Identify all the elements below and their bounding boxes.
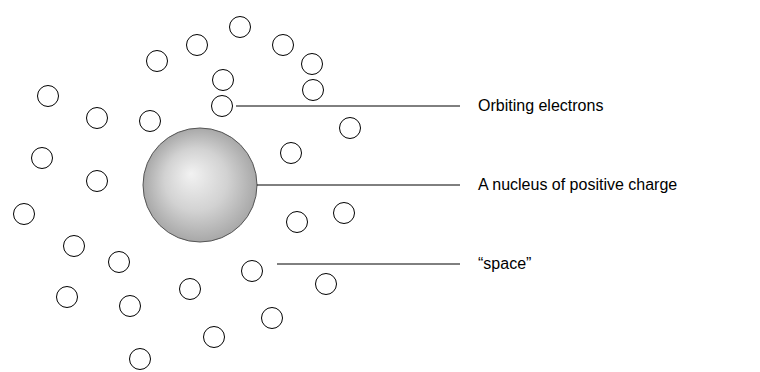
callout-label: A nucleus of positive charge xyxy=(476,175,679,194)
electron-circle xyxy=(213,70,234,91)
electron-circle xyxy=(242,261,263,282)
electron-circle xyxy=(120,296,141,317)
leader-line xyxy=(236,106,460,107)
electron-circle xyxy=(187,35,208,56)
electron-circle xyxy=(281,143,302,164)
leader-line xyxy=(257,185,460,186)
electron-circle xyxy=(302,54,323,75)
electron-circle xyxy=(87,171,108,192)
electron-circle xyxy=(340,118,361,139)
electron-circle xyxy=(180,279,201,300)
callout-label: Orbiting electrons xyxy=(476,96,605,115)
electron-circle xyxy=(262,308,283,329)
electron-circle xyxy=(130,349,151,370)
electron-circle xyxy=(334,203,355,224)
electron-circle xyxy=(64,236,85,257)
electron-group xyxy=(14,17,361,370)
electron-circle xyxy=(32,148,53,169)
electron-circle xyxy=(230,17,251,38)
electron-circle xyxy=(14,204,35,225)
electron-circle xyxy=(204,327,225,348)
electron-circle xyxy=(140,111,161,132)
electron-circle xyxy=(303,80,324,101)
electron-circle xyxy=(87,108,108,129)
electron-circle xyxy=(109,252,130,273)
nucleus xyxy=(143,128,257,242)
electron-circle xyxy=(212,96,233,117)
electron-circle xyxy=(287,212,308,233)
electron-circle xyxy=(273,35,294,56)
electron-circle xyxy=(147,51,168,72)
callout-label: “space” xyxy=(476,254,533,273)
electron-circle xyxy=(57,287,78,308)
electron-circle xyxy=(316,274,337,295)
electron-circle xyxy=(38,86,59,107)
leader-line xyxy=(277,264,460,265)
